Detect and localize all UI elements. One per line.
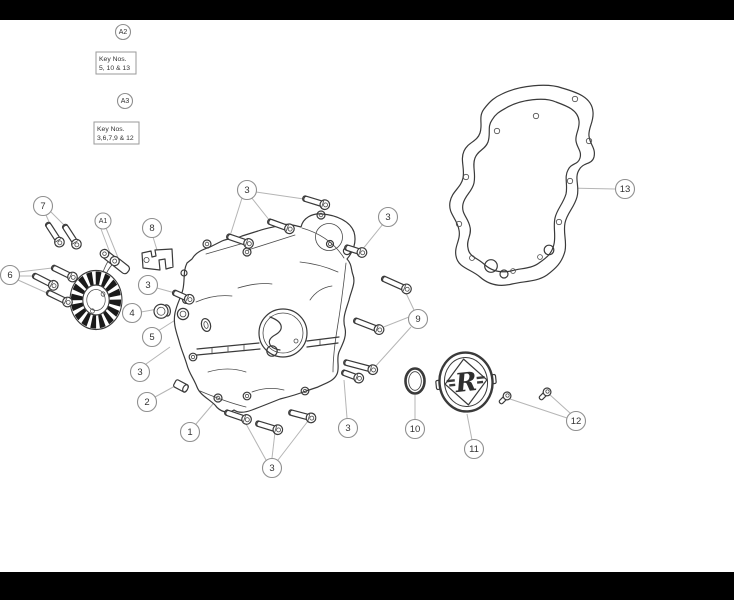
key-box-2-line1: Key Nos. <box>97 126 125 133</box>
part-dowel <box>173 379 189 393</box>
callout-3-bottom[interactable]: 3 <box>261 457 283 479</box>
badge-letter: R <box>453 367 479 399</box>
svg-text:1: 1 <box>187 427 192 438</box>
callout-a2-label: A2 <box>119 29 128 36</box>
top-letterbox-bar <box>0 0 734 20</box>
callout-a2[interactable]: A2 <box>114 23 132 41</box>
svg-text:9: 9 <box>415 314 420 325</box>
part-washer <box>176 307 190 321</box>
part-bracket <box>141 248 174 271</box>
callout-a1-label: A1 <box>99 218 108 225</box>
bolt-6b <box>30 270 61 293</box>
svg-text:4: 4 <box>129 308 134 319</box>
callout-a1[interactable]: A1 <box>94 212 112 230</box>
callout-7[interactable]: 7 <box>32 195 54 217</box>
svg-text:13: 13 <box>620 184 631 195</box>
part-oring <box>404 367 426 395</box>
bolt-9b <box>351 314 386 337</box>
svg-text:3: 3 <box>137 367 142 378</box>
callout-1[interactable]: 1 <box>179 421 201 443</box>
callout-12[interactable]: 12 <box>565 410 587 432</box>
bolt-3-bottom-2 <box>253 417 285 437</box>
part-cover <box>173 210 356 413</box>
callout-a3-label: A3 <box>121 98 130 105</box>
callout-10[interactable]: 10 <box>404 418 426 440</box>
callout-4[interactable]: 4 <box>121 302 143 324</box>
key-box-1-line2: 5, 10 & 13 <box>99 65 130 72</box>
key-box-2: Key Nos. 3,6,7,9 & 12 <box>93 121 140 145</box>
svg-text:2: 2 <box>144 397 149 408</box>
bottom-letterbox-bar <box>0 572 734 600</box>
bolt-3-bottom-3 <box>286 406 318 425</box>
svg-text:11: 11 <box>469 444 479 455</box>
screw-12a <box>496 389 514 407</box>
svg-text:3: 3 <box>345 423 350 434</box>
bolt-9a <box>379 272 414 296</box>
svg-text:10: 10 <box>410 424 421 435</box>
callout-a3[interactable]: A3 <box>116 92 134 110</box>
svg-text:3: 3 <box>269 463 274 474</box>
callout-3-upper-right[interactable]: 3 <box>377 206 399 228</box>
callout-3-top[interactable]: 3 <box>236 179 258 201</box>
callout-3-left[interactable]: 3 <box>129 361 151 383</box>
callout-9[interactable]: 9 <box>407 308 429 330</box>
callout-8[interactable]: 8 <box>141 217 163 239</box>
svg-text:12: 12 <box>571 416 582 427</box>
bolt-7a <box>42 219 67 250</box>
key-box-1-line1: Key Nos. <box>99 56 127 63</box>
screw-12b <box>536 385 554 403</box>
part-stator <box>69 269 123 331</box>
bolt-6c <box>44 286 75 310</box>
callout-2[interactable]: 2 <box>136 391 158 413</box>
callout-6[interactable]: 6 <box>0 264 21 286</box>
part-wiring-grommet <box>99 248 131 275</box>
svg-text:5: 5 <box>149 332 154 343</box>
svg-text:3: 3 <box>385 212 390 223</box>
callout-3-lower-right[interactable]: 3 <box>337 417 359 439</box>
key-box-1: Key Nos. 5, 10 & 13 <box>95 51 137 75</box>
callout-5[interactable]: 5 <box>141 326 163 348</box>
part-badge: R <box>435 351 497 413</box>
svg-text:3: 3 <box>244 185 249 196</box>
part-plug <box>153 303 172 319</box>
bolt-7b <box>59 221 84 252</box>
bolt-3-top-1 <box>300 192 332 212</box>
svg-text:3: 3 <box>145 280 150 291</box>
part-gasket <box>449 84 595 286</box>
callout-3-stator[interactable]: 3 <box>137 274 159 296</box>
callout-13[interactable]: 13 <box>614 178 636 200</box>
key-box-2-line2: 3,6,7,9 & 12 <box>97 135 134 142</box>
svg-text:8: 8 <box>149 223 154 234</box>
svg-text:6: 6 <box>7 270 12 281</box>
svg-text:7: 7 <box>40 201 45 212</box>
callout-11[interactable]: 11 <box>463 438 485 460</box>
